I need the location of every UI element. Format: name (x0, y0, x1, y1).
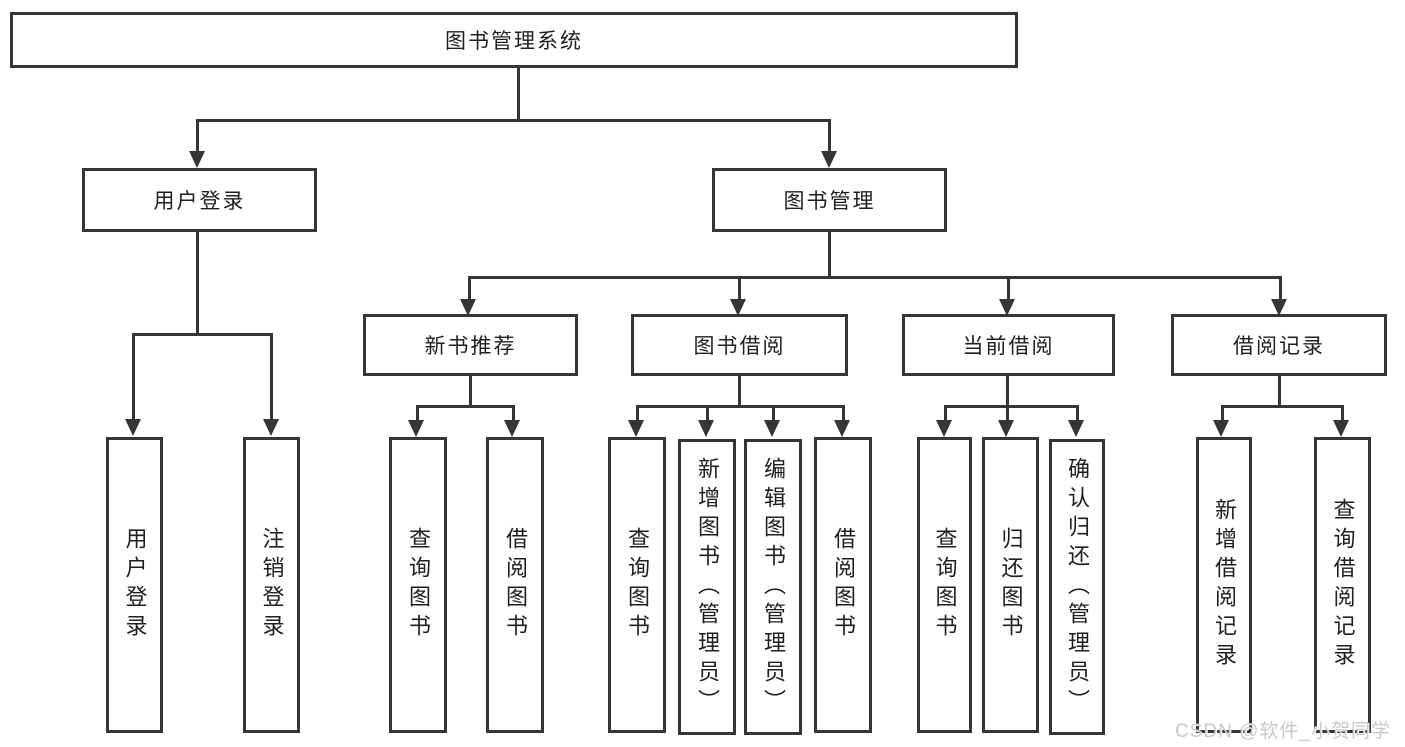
connector-current-borrow-branch (944, 405, 1079, 408)
node-new-book-recommend: 新书推荐 (363, 314, 578, 376)
arrowhead-icon (1271, 299, 1287, 316)
connector-leaf (1076, 405, 1079, 421)
node-current-borrow-label: 当前借阅 (962, 335, 1055, 358)
arrowhead-icon (504, 420, 520, 437)
node-borrow-records-label: 借阅记录 (1233, 335, 1325, 358)
node-borrow-records: 借阅记录 (1171, 314, 1387, 376)
arrowhead-icon (821, 151, 837, 168)
arrowhead-icon (998, 420, 1014, 437)
leaf-borrow-books-recommend: 借阅图书 (486, 437, 544, 733)
connector-leaf (1341, 405, 1344, 421)
arrowhead-icon (460, 299, 476, 316)
leaf-query-books-current: 查询图书 (917, 437, 972, 733)
connector-to-current-borrow (1007, 276, 1010, 301)
leaf-add-borrow-record: 新增借阅记录 (1196, 437, 1252, 733)
node-book-borrow: 图书借阅 (631, 314, 848, 376)
leaf-label: 查询图书 (406, 527, 431, 643)
leaf-logout: 注销登录 (243, 437, 300, 733)
arrowhead-icon (999, 299, 1015, 316)
connector-borrow-records-branch (1221, 405, 1344, 408)
arrowhead-icon (730, 299, 746, 316)
node-book-management-label: 图书管理 (783, 190, 876, 213)
leaf-return-books: 归还图书 (982, 437, 1039, 733)
connector-to-leaf-login (132, 333, 135, 420)
arrowhead-icon (1333, 420, 1349, 437)
node-current-borrow: 当前借阅 (902, 314, 1115, 376)
connector-to-borrow-records (1279, 276, 1282, 301)
connector-leaf (1006, 405, 1009, 421)
leaf-label: 新增图书（管理员） (695, 456, 720, 718)
node-book-borrow-label: 图书借阅 (693, 335, 786, 358)
connector-leaf (842, 405, 845, 421)
leaf-label: 用户登录 (122, 527, 148, 643)
connector-to-leaf-logout (270, 333, 273, 420)
leaf-label: 归还图书 (998, 527, 1024, 643)
node-root: 图书管理系统 (10, 12, 1018, 68)
leaf-label: 新增借阅记录 (1212, 498, 1237, 672)
leaf-add-books-admin: 新增图书（管理员） (678, 439, 736, 735)
node-root-label: 图书管理系统 (445, 30, 583, 53)
arrowhead-icon (125, 419, 141, 436)
connector-to-user-login (196, 119, 199, 153)
node-user-login: 用户登录 (82, 168, 317, 232)
connector-new-book-branch (416, 405, 515, 408)
leaf-label: 借阅图书 (503, 527, 528, 643)
leaf-user-login: 用户登录 (106, 437, 163, 733)
arrowhead-icon (628, 420, 644, 437)
leaf-label: 确认归还（管理员） (1065, 456, 1090, 718)
connector-root-stem (517, 67, 520, 120)
connector-leaf (512, 405, 515, 421)
leaf-label: 查询图书 (625, 527, 650, 643)
connector-new-book-stem (469, 376, 472, 408)
connector-user-login-stem (196, 232, 199, 335)
leaf-query-books-borrow: 查询图书 (608, 437, 666, 733)
connector-level1-branch (197, 119, 831, 122)
connector-book-management-stem (828, 232, 831, 278)
leaf-query-borrow-record: 查询借阅记录 (1314, 437, 1371, 733)
arrowhead-icon (408, 420, 424, 437)
leaf-confirm-return-admin: 确认归还（管理员） (1049, 439, 1105, 735)
connector-to-new-book (468, 276, 471, 301)
connector-current-borrow-stem (1006, 376, 1009, 408)
leaf-label: 查询图书 (932, 527, 958, 643)
connector-borrow-records-stem (1278, 376, 1281, 408)
leaf-label: 查询借阅记录 (1330, 498, 1356, 672)
leaf-label: 注销登录 (259, 527, 285, 643)
connector-leaf (772, 405, 775, 421)
arrowhead-icon (189, 151, 205, 168)
leaf-label: 编辑图书（管理员） (761, 456, 786, 718)
arrowhead-icon (698, 420, 714, 437)
leaf-borrow-books: 借阅图书 (814, 437, 872, 733)
leaf-label: 借阅图书 (831, 527, 856, 643)
connector-leaf (636, 405, 639, 421)
leaf-query-books-recommend: 查询图书 (389, 437, 447, 733)
arrowhead-icon (263, 419, 279, 436)
arrowhead-icon (1213, 420, 1229, 437)
connector-to-book-borrow (738, 276, 741, 301)
connector-leaf (706, 405, 709, 421)
arrowhead-icon (764, 420, 780, 437)
connector-user-login-branch (132, 333, 273, 336)
node-user-login-label: 用户登录 (153, 190, 246, 213)
connector-to-book-management (828, 119, 831, 153)
connector-leaf (944, 405, 947, 421)
leaf-edit-books-admin: 编辑图书（管理员） (744, 439, 802, 735)
node-book-management: 图书管理 (712, 168, 947, 232)
node-new-book-recommend-label: 新书推荐 (424, 335, 517, 358)
arrowhead-icon (834, 420, 850, 437)
connector-leaf (1221, 405, 1224, 421)
watermark: CSDN @软件_小贺同学 (1175, 721, 1391, 742)
arrowhead-icon (936, 420, 952, 437)
connector-book-borrow-stem (738, 376, 741, 408)
arrowhead-icon (1068, 420, 1084, 437)
connector-level2-branch (468, 276, 1281, 279)
connector-leaf (416, 405, 419, 421)
connector-book-borrow-branch (636, 405, 845, 408)
